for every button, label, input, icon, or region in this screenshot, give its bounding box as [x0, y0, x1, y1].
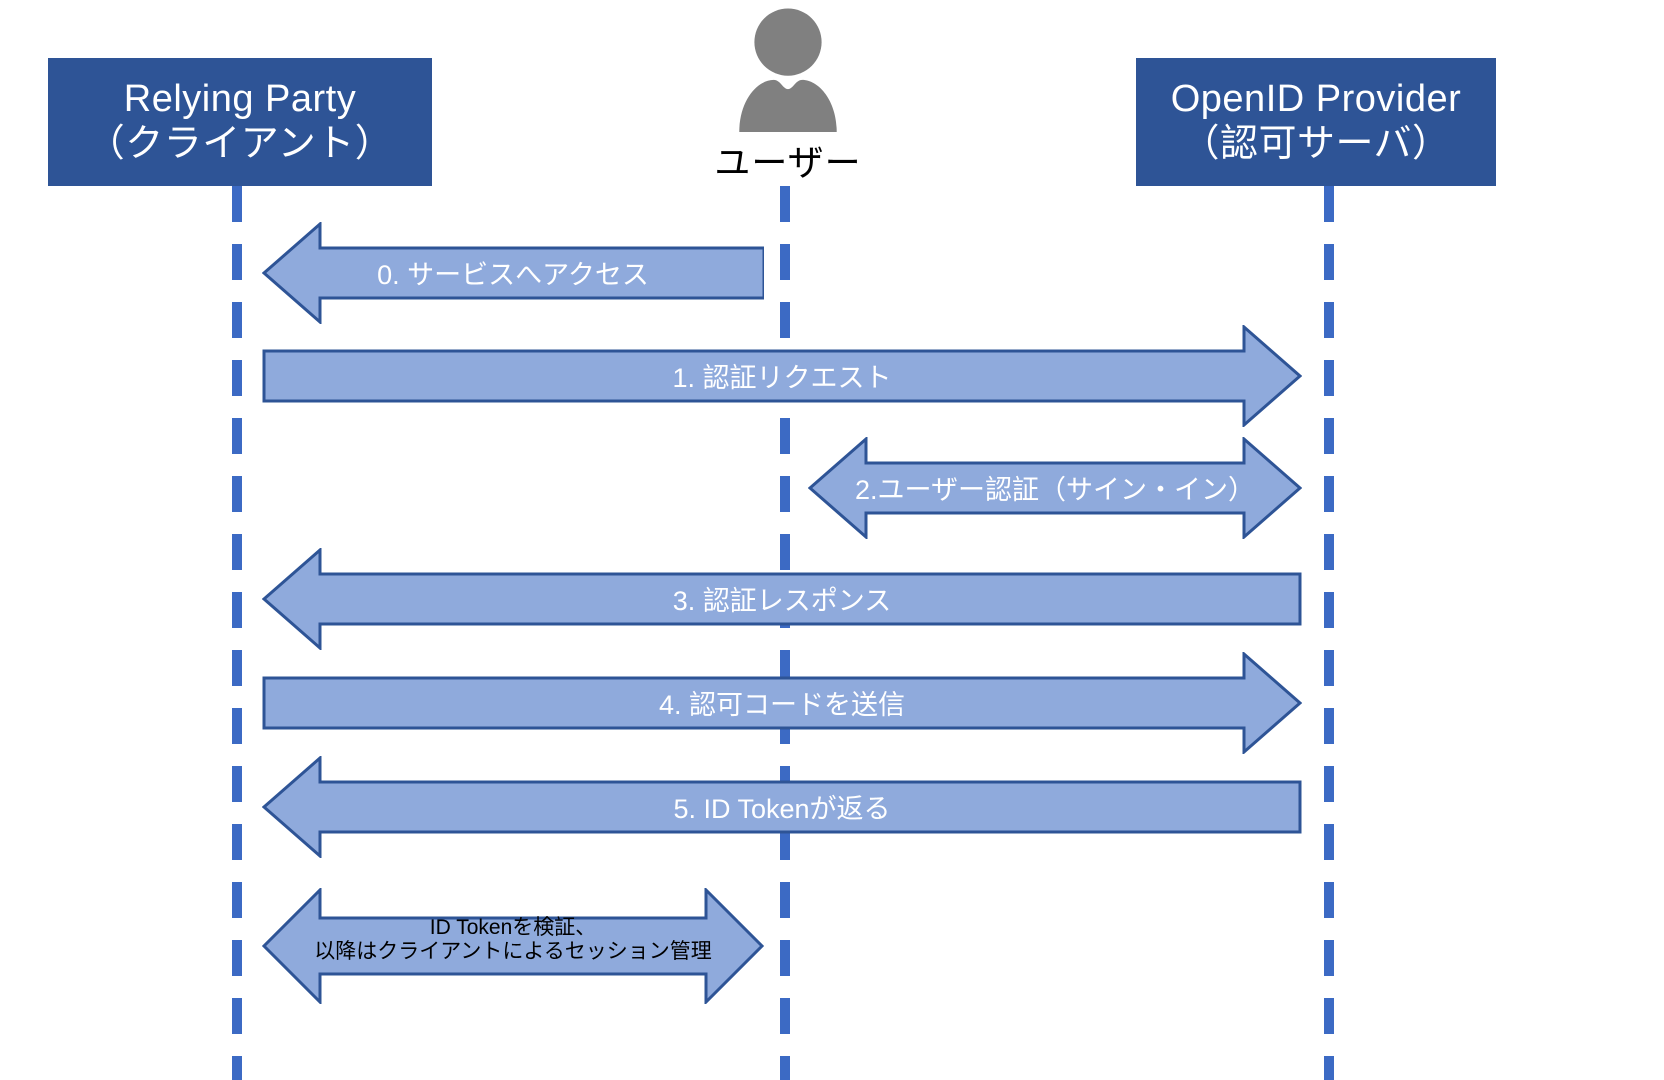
message-arrow-0[interactable]: 0. サービスへアクセス	[262, 222, 764, 324]
arrow-shape-right	[262, 325, 1302, 427]
user-person-icon	[739, 8, 837, 132]
actor-relying-party-title: Relying Party	[123, 78, 357, 121]
actor-user-label: ユーザー	[714, 142, 862, 183]
arrow-shape-left	[262, 222, 764, 324]
arrow-shape-right	[262, 652, 1302, 754]
actor-box-openid-provider[interactable]: OpenID Provider （認可サーバ）	[1136, 58, 1496, 186]
lifeline-relying-party	[232, 186, 242, 1080]
actor-openid-provider-title: OpenID Provider	[1170, 78, 1462, 121]
message-arrow-4[interactable]: 4. 認可コードを送信	[262, 652, 1302, 754]
arrow-shape-bidirectional	[262, 888, 764, 1004]
message-arrow-3[interactable]: 3. 認証レスポンス	[262, 548, 1302, 650]
lifeline-user	[780, 186, 790, 1080]
actor-user[interactable]: ユーザー	[700, 6, 876, 186]
arrow-shape-left	[262, 756, 1302, 858]
arrow-shape-left	[262, 548, 1302, 650]
message-arrow-2[interactable]: 2.ユーザー認証（サイン・イン）	[808, 437, 1302, 539]
actor-openid-provider-subtitle: （認可サーバ）	[1181, 123, 1451, 165]
message-arrow-1[interactable]: 1. 認証リクエスト	[262, 325, 1302, 427]
lifeline-openid-provider	[1324, 186, 1334, 1080]
actor-box-relying-party[interactable]: Relying Party （クライアント）	[48, 58, 432, 186]
message-arrow-5[interactable]: 5. ID Tokenが返る	[262, 756, 1302, 858]
message-arrow-6[interactable]: ID Tokenを検証、 以降はクライアントによるセッション管理	[262, 888, 764, 1004]
actor-relying-party-subtitle: （クライアント）	[86, 123, 394, 165]
arrow-shape-bidirectional	[808, 437, 1302, 539]
